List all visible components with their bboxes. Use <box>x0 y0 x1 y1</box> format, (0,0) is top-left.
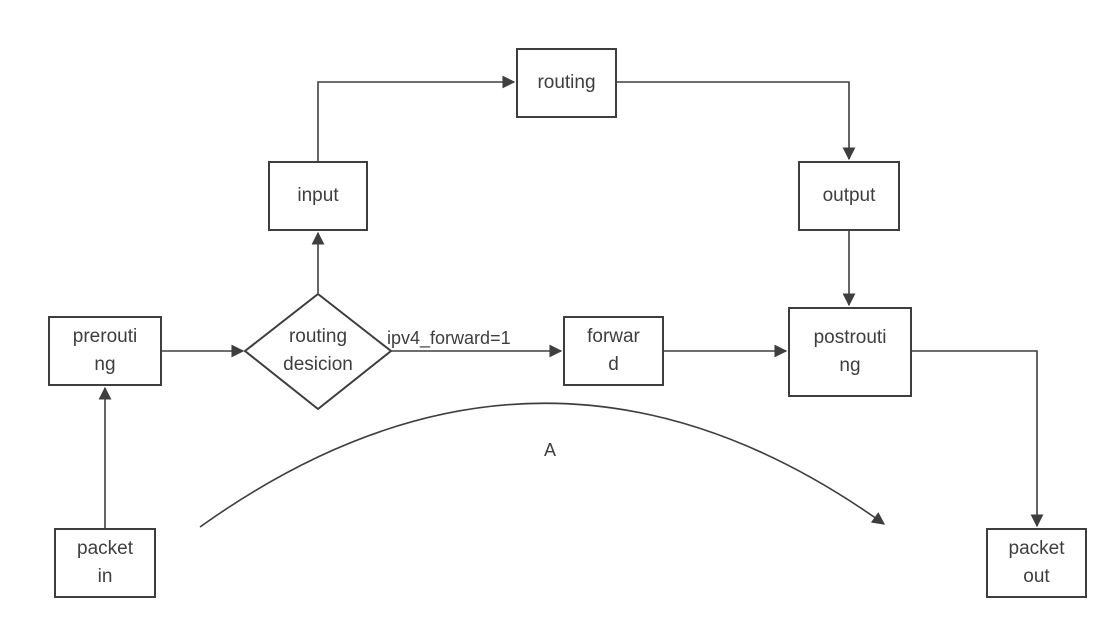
node-prerouting: prerouti ng <box>48 316 162 386</box>
arc-label-a: A <box>544 440 557 460</box>
node-postrouting: postrouti ng <box>788 307 912 397</box>
edge-postrouting-to-packet-out <box>912 350 1044 528</box>
node-packet-in: packet in <box>54 528 156 598</box>
edge-arc-a <box>199 402 886 528</box>
node-packet-out: packet out <box>986 528 1087 598</box>
edge-label-ipv4-forward: ipv4_forward=1 <box>387 328 511 348</box>
node-forward: forwar d <box>563 316 664 386</box>
node-forward-label: forwar d <box>587 326 640 375</box>
node-prerouting-label: prerouti ng <box>72 326 138 375</box>
node-routing-decision-label: routing desicion <box>283 326 353 375</box>
edge-input-to-routing <box>317 75 516 161</box>
node-input-label: input <box>297 185 339 207</box>
node-routing-label: routing <box>537 72 596 94</box>
node-packet-out-label: packet out <box>1008 538 1065 587</box>
node-input: input <box>268 161 368 231</box>
node-postrouting-label: postrouti ng <box>813 327 887 376</box>
node-routing: routing <box>516 48 617 118</box>
node-routing-decision: routing desicion <box>245 296 391 406</box>
node-routing-decision-shape <box>243 292 393 411</box>
node-output: output <box>798 161 900 231</box>
edge-routing-to-output <box>617 81 856 161</box>
node-packet-in-label: packet in <box>77 538 133 587</box>
node-output-label: output <box>822 185 876 207</box>
